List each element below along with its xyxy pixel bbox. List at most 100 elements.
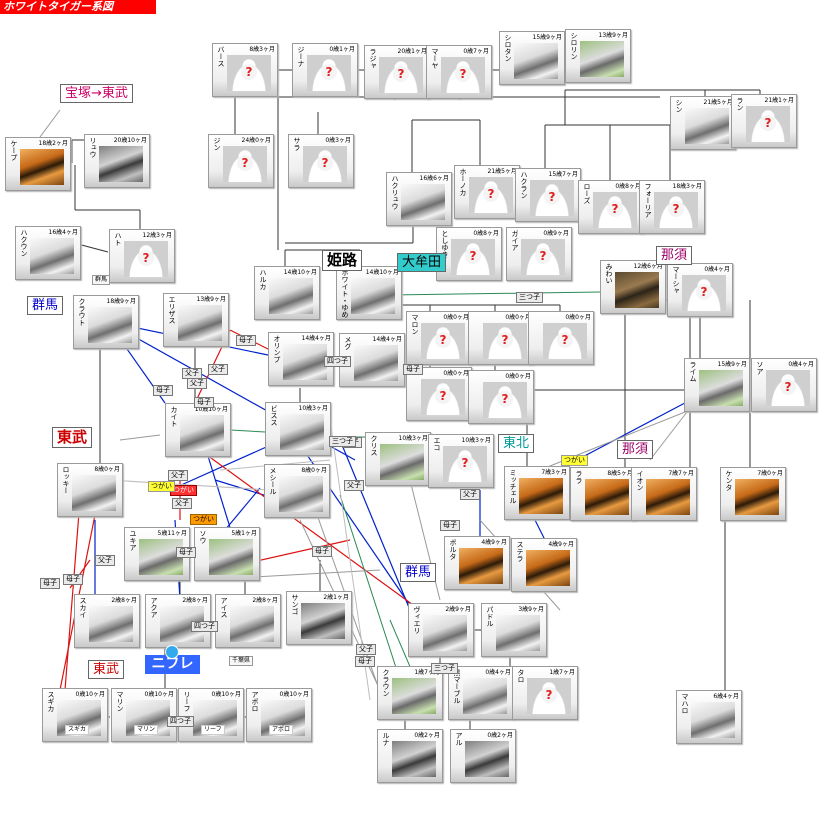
location-dot-icon <box>165 645 179 659</box>
tiger-name: ビスス <box>270 405 278 426</box>
tiger-photo: アポロ <box>261 700 305 736</box>
tiger-photo <box>354 345 398 381</box>
tiger-name: ハクラン <box>520 171 528 199</box>
tiger-name: ホーノカ <box>459 168 467 196</box>
tiger-photo <box>139 539 183 575</box>
tiger-photo <box>615 272 659 308</box>
relation-tag: 母子 <box>176 547 196 558</box>
tiger-name: マーヤ <box>431 48 439 69</box>
tiger-card-ran: ラン 21歳1ヶ月? <box>731 94 797 148</box>
tiger-name: ホワイト・ゆめの <box>341 269 349 319</box>
placeholder-avatar-icon: ? <box>483 323 527 359</box>
tiger-name <box>470 314 481 364</box>
placeholder-avatar-icon: ? <box>682 275 726 311</box>
tiger-age: 15歳9ヶ月 <box>717 361 747 368</box>
question-icon: ? <box>696 284 712 300</box>
tiger-name: フォーリア <box>644 183 652 218</box>
tiger-age: 21歳1ヶ月 <box>764 97 794 104</box>
tiger-name: パドル <box>486 606 494 627</box>
placeholder-avatar-icon: ? <box>379 57 423 93</box>
relation-tag: 父子 <box>182 368 202 379</box>
tiger-photo <box>89 606 133 642</box>
tiger-age: 16歳4ヶ月 <box>48 229 78 236</box>
tiger-age: 2歳8ヶ月 <box>182 597 208 604</box>
tiger-name: バース <box>217 46 225 67</box>
page-title: ホワイトタイガー系図 <box>0 0 156 14</box>
tiger-name: ラン <box>736 97 744 111</box>
tiger-photo <box>392 741 436 777</box>
placeholder-avatar-icon: ? <box>483 382 527 418</box>
tiger-name: ラジャ <box>369 48 377 69</box>
relation-tag: 母子 <box>236 335 256 346</box>
tiger-name: エコ <box>433 437 441 451</box>
tiger-age: 8歳3ヶ月 <box>249 46 275 53</box>
tiger-age: 0歳0ヶ月 <box>505 314 531 321</box>
tiger-age: 0歳10ヶ月 <box>144 691 174 698</box>
tiger-age: 5歳1ヶ月 <box>231 530 257 537</box>
question-icon: ? <box>760 115 776 131</box>
tiger-age: 0歳8ヶ月 <box>615 183 641 190</box>
placeholder-avatar-icon: ? <box>421 379 465 415</box>
tiger-age: 8歳0ヶ月 <box>94 466 120 473</box>
tiger-age: 13歳9ヶ月 <box>196 296 226 303</box>
connector-line <box>199 449 421 611</box>
tiger-name: ガイア <box>511 230 519 251</box>
tiger-name: リーフ <box>183 691 191 712</box>
relation-tag: 母子 <box>194 397 214 408</box>
tiger-photo <box>646 479 690 515</box>
tiger-age: 0歳9ヶ月 <box>543 230 569 237</box>
tiger-age: 12歳6ヶ月 <box>633 263 663 270</box>
tiger-age: 16歳6ヶ月 <box>419 175 449 182</box>
tiger-photo: リーフ <box>193 700 237 736</box>
connector-line <box>59 489 101 691</box>
tiger-name: ジーナ <box>297 46 305 67</box>
question-icon: ? <box>465 248 481 264</box>
tiger-age: 2歳1ヶ月 <box>323 594 349 601</box>
question-icon: ? <box>483 186 499 202</box>
relation-tag: 母子 <box>403 364 423 375</box>
place-label-himeji: 姫路 <box>322 250 363 271</box>
tiger-name: ハト <box>114 232 122 246</box>
tiger-name: みわい <box>605 263 613 284</box>
tiger-name: マロン <box>411 314 419 335</box>
tiger-name: ローズ <box>583 183 591 204</box>
question-icon: ? <box>457 455 473 471</box>
tiger-name: ヴィエリ <box>413 606 421 634</box>
tiger-photo <box>526 550 570 586</box>
tiger-photo <box>496 615 540 651</box>
tiger-name: ハクウン <box>20 229 28 257</box>
placeholder-avatar-icon: ? <box>441 57 485 93</box>
place-label-nasu2: 那須 <box>617 440 654 459</box>
tiger-name: ライム <box>689 361 697 382</box>
tiger-photo <box>280 414 324 450</box>
tiger-name: ルナ <box>382 732 390 746</box>
place-label-tobu2: 東武 <box>88 660 125 679</box>
tiger-name: ポルタ <box>449 539 457 560</box>
relation-tag: 父子 <box>356 644 376 655</box>
placeholder-avatar-icon: ? <box>654 192 698 228</box>
tiger-name: スギカ <box>47 691 55 712</box>
tiger-photo <box>459 548 503 584</box>
photo-caption: アポロ <box>269 725 294 735</box>
tiger-name: クリス <box>370 435 378 456</box>
tiger-card-hakuun: ハクウン 16歳4ヶ月 <box>15 226 81 280</box>
